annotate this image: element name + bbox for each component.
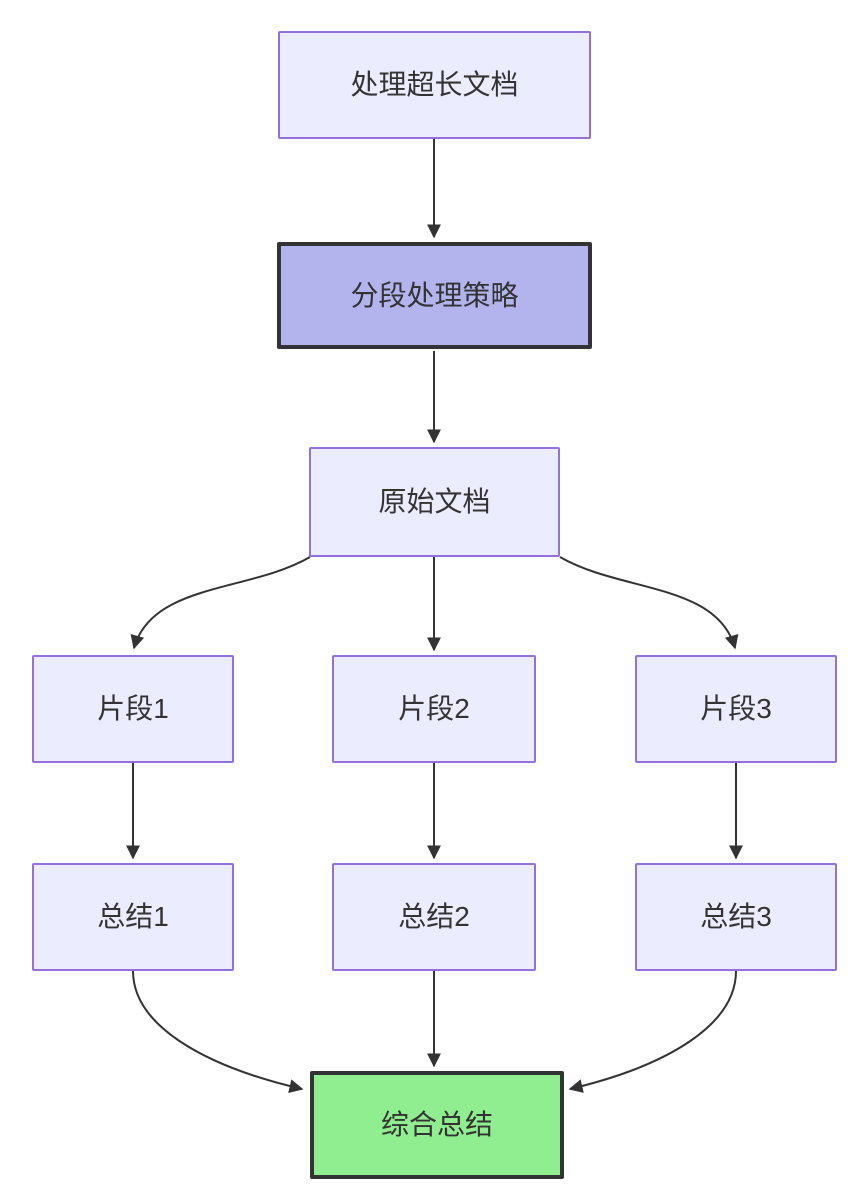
- node-label: 处理超长文档: [350, 69, 519, 100]
- edge-C-D3: [559, 556, 739, 650]
- node-label: 分段处理策略: [350, 279, 519, 311]
- node-label: 片段1: [97, 693, 169, 724]
- node-label: 总结3: [700, 901, 772, 932]
- node-process-long-doc: 处理超长文档: [278, 31, 591, 139]
- node-summary-3: 总结3: [635, 863, 837, 971]
- node-summary-1: 总结1: [32, 863, 234, 971]
- node-fragment-3: 片段3: [635, 655, 837, 763]
- edge-E3-F: [568, 970, 737, 1093]
- node-label: 总结2: [398, 901, 470, 932]
- node-label: 总结1: [97, 901, 169, 932]
- node-label: 片段2: [398, 693, 470, 724]
- node-label: 综合总结: [380, 1109, 493, 1140]
- node-original-document: 原始文档: [309, 447, 560, 557]
- node-combined-summary: 综合总结: [310, 1071, 564, 1179]
- edge-E1-F: [132, 970, 304, 1093]
- node-label: 原始文档: [378, 486, 491, 517]
- node-label: 片段3: [700, 693, 772, 724]
- edge-C-D1: [130, 556, 311, 650]
- node-fragment-1: 片段1: [32, 655, 234, 763]
- node-summary-2: 总结2: [332, 863, 536, 971]
- node-fragment-2: 片段2: [332, 655, 536, 763]
- node-segmentation-strategy: 分段处理策略: [277, 242, 592, 349]
